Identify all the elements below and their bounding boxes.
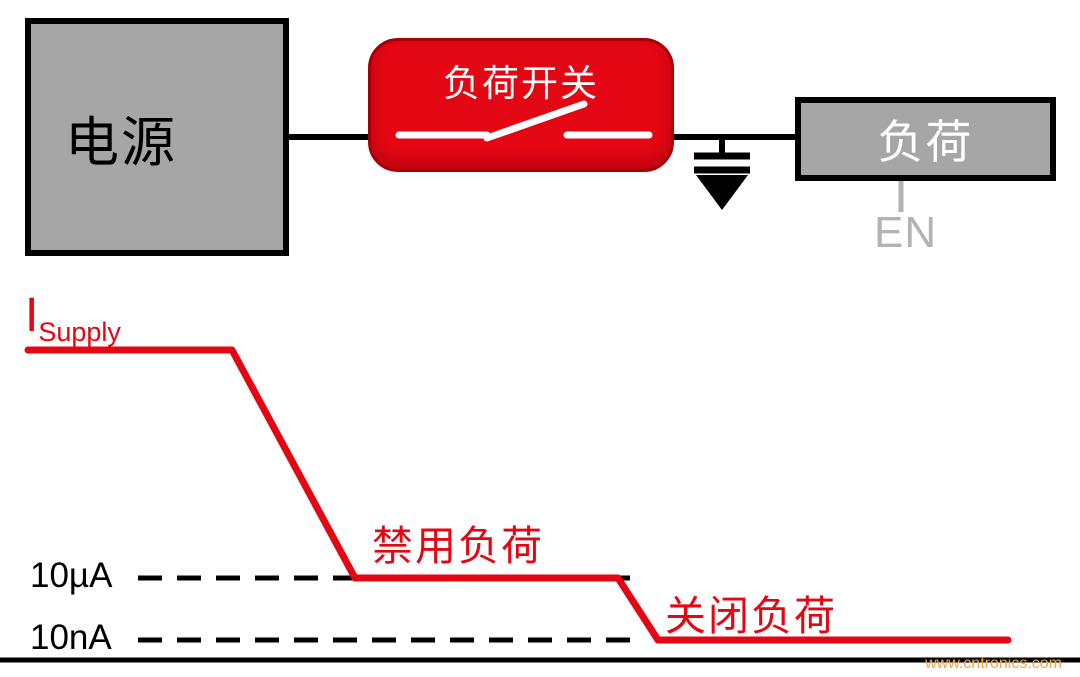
annotation-disable-load: 禁用负荷: [372, 523, 544, 569]
load-switch-box: 负荷开关: [368, 38, 674, 172]
supply-current-axis-label: ISupply: [25, 288, 121, 348]
power-source-label: 电源: [65, 112, 177, 173]
power-source-box: 电源: [25, 18, 289, 256]
ground-symbol-icon: [696, 175, 748, 210]
level-10uA-label: 10µA: [30, 556, 113, 595]
output-capacitor-icon: [694, 137, 750, 174]
switch-symbol-icon: [395, 100, 653, 142]
annotation-off-load: 关闭负荷: [665, 593, 837, 639]
supply-current-axis-label-main: I: [25, 289, 39, 342]
watermark-text: www.cntronics.com: [925, 655, 1062, 672]
en-pin-label: EN: [874, 208, 938, 257]
supply-current-axis-label-sub: Supply: [38, 317, 121, 347]
load-box: 负荷: [795, 97, 1056, 181]
supply-current-curve: [24, 346, 1012, 644]
load-label: 负荷: [877, 116, 974, 168]
level-10nA-label: 10nA: [30, 618, 112, 657]
load-switch-label: 负荷开关: [443, 63, 599, 104]
